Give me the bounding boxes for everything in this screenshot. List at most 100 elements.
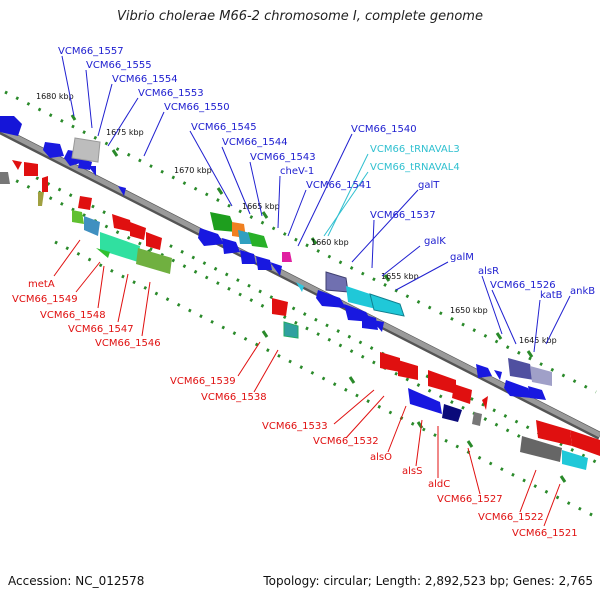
gene-feature[interactable] [369, 293, 405, 317]
gene-feature[interactable] [0, 116, 22, 136]
gene-feature[interactable] [316, 290, 346, 308]
kbp-marker: 1655 kbp [381, 272, 419, 281]
gene-feature[interactable] [130, 222, 146, 240]
gene-feature[interactable] [372, 320, 384, 332]
gene-feature[interactable] [240, 250, 256, 264]
gene-feature[interactable] [256, 256, 272, 270]
gene-feature[interactable] [283, 321, 299, 339]
gene-feature[interactable] [248, 232, 268, 248]
gene-feature[interactable] [72, 210, 84, 224]
gene-feature[interactable] [222, 238, 240, 254]
gene-feature[interactable] [96, 248, 110, 258]
gene-feature[interactable] [528, 386, 546, 400]
gene-label[interactable]: VCM66_1533 [262, 421, 328, 432]
top-gene-labels: VCM66_1557 VCM66_1555 VCM66_1554 VCM66_1… [58, 46, 595, 301]
gene-label[interactable]: VCM66_1550 [164, 102, 230, 113]
gene-feature[interactable] [346, 286, 380, 310]
gene-label[interactable]: VCM66_1522 [478, 512, 544, 523]
gene-feature[interactable] [112, 214, 132, 232]
gene-feature[interactable] [428, 370, 456, 394]
gene-label[interactable]: VCM66_1547 [68, 324, 134, 335]
gene-label[interactable]: VCM66_1521 [512, 528, 578, 539]
gene-label[interactable]: galT [418, 180, 440, 191]
gene-feature[interactable] [380, 352, 400, 372]
gene-label[interactable]: galK [424, 236, 446, 247]
gene-feature[interactable] [42, 176, 48, 192]
gene-feature[interactable] [408, 388, 442, 414]
gene-feature[interactable] [118, 186, 126, 196]
topology-text: Topology: circular; Length: 2,892,523 bp… [263, 574, 593, 588]
gene-feature[interactable] [536, 420, 572, 446]
gene-feature[interactable] [38, 192, 44, 206]
gene-feature[interactable] [71, 137, 101, 163]
gene-label[interactable]: VCM66_1545 [191, 122, 257, 133]
gene-feature[interactable] [24, 162, 38, 176]
gene-label[interactable]: metA [28, 279, 55, 290]
accession-text: Accession: NC_012578 [8, 574, 145, 588]
gene-label[interactable]: VCM66_1553 [138, 88, 204, 99]
gene-feature[interactable] [272, 298, 288, 316]
gene-feature[interactable] [398, 360, 418, 380]
gene-label[interactable]: VCM66_1538 [201, 392, 267, 403]
trna-feature[interactable] [296, 282, 304, 292]
kbp-marker: 1645 kbp [519, 336, 557, 345]
map-title: Vibrio cholerae M66-2 chromosome I, comp… [117, 9, 483, 24]
gene-feature[interactable] [472, 412, 482, 426]
kbp-marker: 1650 kbp [450, 306, 488, 315]
gene-label[interactable]: VCM66_1527 [437, 494, 503, 505]
gene-feature[interactable] [0, 172, 10, 184]
gene-label[interactable]: VCM66_1548 [40, 310, 106, 321]
gene-feature[interactable] [452, 384, 472, 404]
gene-feature[interactable] [504, 380, 532, 398]
gene-label[interactable]: VCM66_1532 [313, 436, 379, 447]
gene-label[interactable]: VCM66_1526 [490, 280, 556, 291]
gene-feature[interactable] [198, 228, 224, 246]
kbp-marker: 1665 kbp [242, 202, 280, 211]
gene-feature[interactable] [325, 271, 349, 293]
gene-label[interactable]: katB [540, 290, 563, 301]
gene-feature[interactable] [146, 232, 162, 250]
gene-label[interactable]: alsS [402, 466, 422, 477]
gene-feature[interactable] [88, 166, 96, 176]
gene-label[interactable]: VCM66_1537 [370, 210, 436, 221]
gene-label[interactable]: VCM66_1539 [170, 376, 236, 387]
gene-feature[interactable] [362, 314, 378, 330]
outer-dotted-track-top [4, 90, 597, 394]
gene-feature[interactable] [43, 142, 64, 158]
gene-label[interactable]: VCM66_1549 [12, 294, 78, 305]
gene-label[interactable]: VCM66_1546 [95, 338, 161, 349]
gene-feature[interactable] [78, 196, 92, 210]
gene-feature[interactable] [520, 436, 562, 462]
gene-feature[interactable] [476, 364, 492, 378]
gene-feature[interactable] [210, 212, 236, 232]
gene-feature[interactable] [136, 248, 172, 274]
gene-label[interactable]: VCM66_1555 [86, 60, 152, 71]
gene-label[interactable]: galM [450, 252, 474, 263]
gene-feature[interactable] [562, 450, 588, 470]
gene-label[interactable]: VCM66_1541 [306, 180, 372, 191]
gene-feature[interactable] [530, 366, 552, 386]
gene-label[interactable]: VCM66_tRNAVAL4 [370, 162, 460, 173]
gene-label[interactable]: alsO [370, 452, 392, 463]
gene-label[interactable]: ankB [570, 286, 595, 297]
gene-feature[interactable] [12, 160, 22, 170]
gene-label[interactable]: VCM66_1540 [351, 124, 417, 135]
gene-label[interactable]: aldC [428, 479, 450, 490]
gene-feature[interactable] [482, 396, 488, 410]
gene-label[interactable]: VCM66_1543 [250, 152, 316, 163]
gene-feature[interactable] [494, 370, 502, 380]
gene-feature[interactable] [282, 252, 292, 262]
gene-label[interactable]: cheV-1 [280, 166, 314, 177]
gene-feature[interactable] [442, 404, 462, 422]
gene-feature[interactable] [508, 358, 534, 380]
gene-feature[interactable] [100, 232, 140, 262]
gene-feature[interactable] [570, 430, 600, 456]
gene-label[interactable]: alsR [478, 266, 499, 277]
gene-label[interactable]: VCM66_1557 [58, 46, 124, 57]
gene-feature[interactable] [270, 262, 282, 276]
gene-label[interactable]: VCM66_tRNAVAL3 [370, 144, 460, 155]
gene-label[interactable]: VCM66_1544 [222, 137, 288, 148]
gene-feature[interactable] [84, 216, 100, 236]
gene-label[interactable]: VCM66_1554 [112, 74, 178, 85]
kbp-marker: 1675 kbp [106, 128, 144, 137]
